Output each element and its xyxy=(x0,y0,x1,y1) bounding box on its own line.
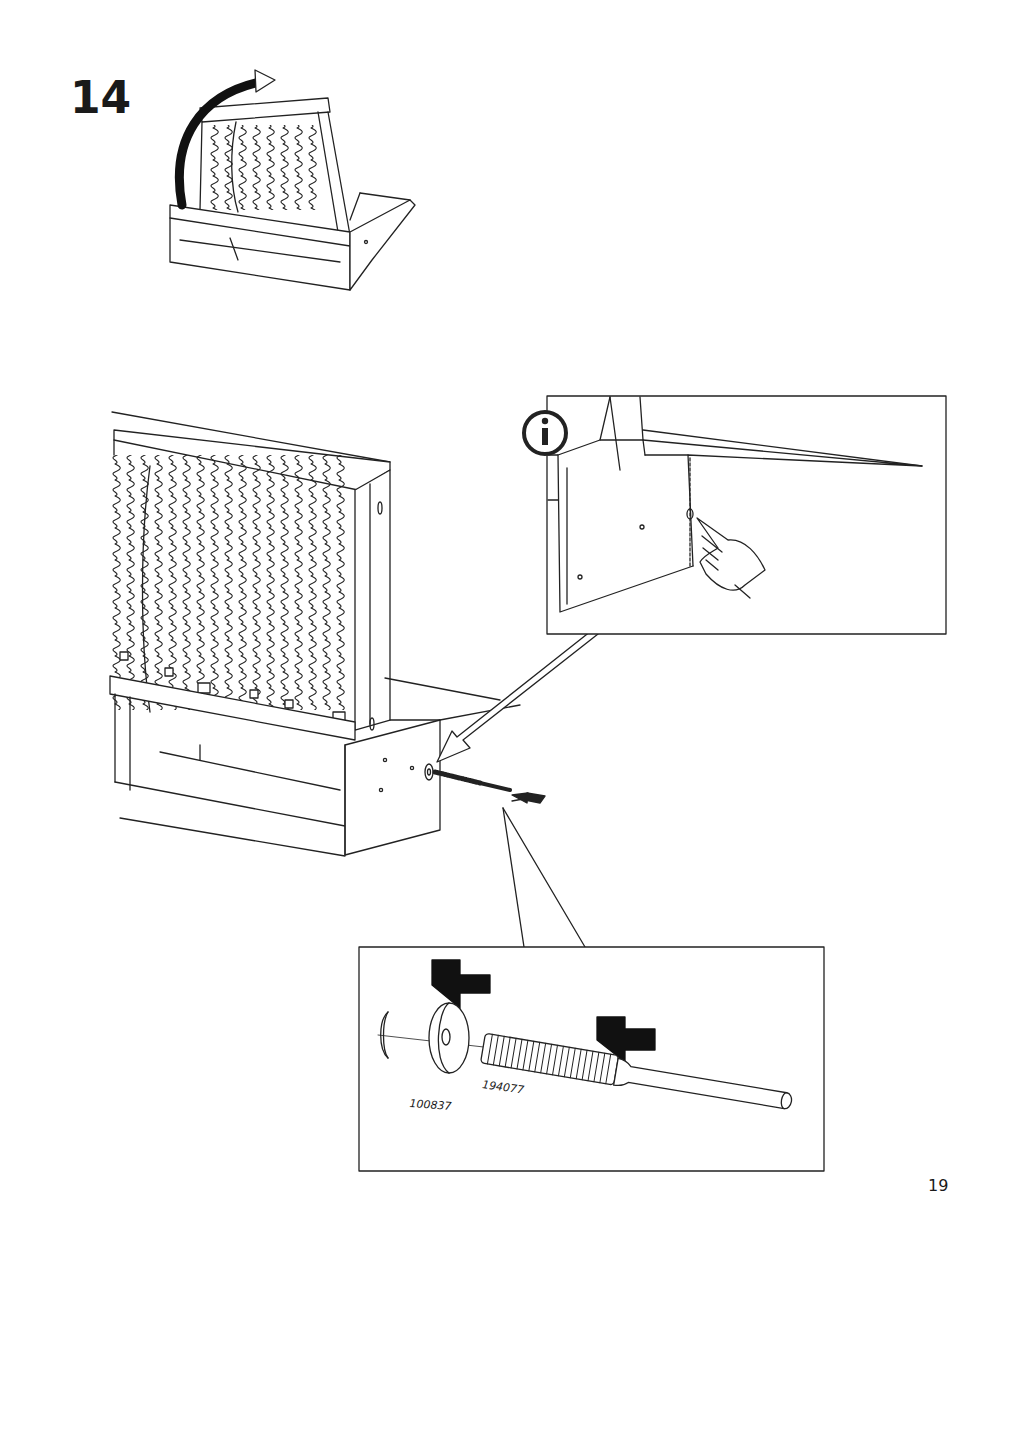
thumbnail-sofa xyxy=(170,70,415,290)
part-number: 100837 xyxy=(409,1098,452,1112)
pointer-arrow xyxy=(437,631,598,762)
info-box xyxy=(524,396,946,634)
page-number: 19 xyxy=(928,1178,948,1194)
sofa-frame xyxy=(110,412,585,947)
zoom-box xyxy=(359,947,824,1171)
step-number: 14 xyxy=(70,76,131,120)
